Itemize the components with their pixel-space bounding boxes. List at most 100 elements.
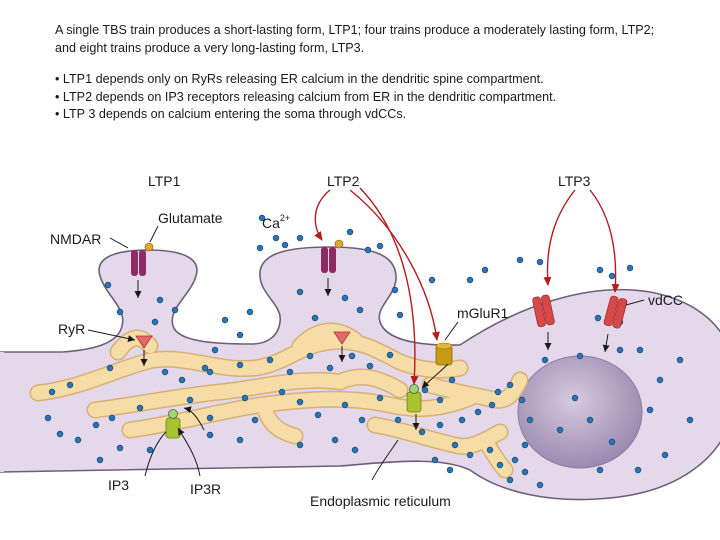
- intro-paragraph: A single TBS train produces a short-last…: [55, 23, 655, 55]
- calcium-ion: [436, 396, 444, 404]
- calcium-ion: [241, 394, 249, 402]
- label-ryr: RyR: [58, 321, 85, 337]
- calcium-ion: [616, 346, 624, 354]
- label-vdcc: vdCC: [648, 292, 683, 308]
- calcium-ion: [556, 426, 564, 434]
- calcium-ion: [136, 404, 144, 412]
- label-glutamate: Glutamate: [158, 210, 223, 226]
- bullet-ltp2: • LTP2 depends on IP3 receptors releasin…: [55, 89, 557, 104]
- calcium-ion: [496, 461, 504, 469]
- calcium-ion: [341, 401, 349, 409]
- label-endoplasmic-reticulum: Endoplasmic reticulum: [310, 493, 451, 509]
- calcium-ion: [418, 428, 426, 436]
- calcium-ion: [536, 258, 544, 266]
- calcium-ion: [486, 446, 494, 454]
- calcium-ion: [358, 416, 366, 424]
- calcium-ion: [596, 466, 604, 474]
- calcium-ion: [396, 311, 404, 319]
- calcium-ion: [116, 444, 124, 452]
- calcium-ion: [596, 266, 604, 274]
- label-calcium-base: Ca: [262, 215, 280, 231]
- calcium-ion: [56, 430, 64, 438]
- calcium-ion: [311, 314, 319, 322]
- calcium-ion: [391, 286, 399, 294]
- calcium-ion: [251, 416, 259, 424]
- calcium-ion: [511, 456, 519, 464]
- label-calcium: Ca2+: [262, 213, 290, 231]
- calcium-ion: [96, 456, 104, 464]
- ryr-receptor-ltp2: [333, 331, 351, 345]
- calcium-ion: [386, 351, 394, 359]
- calcium-ions: [44, 214, 694, 489]
- calcium-ion: [146, 446, 154, 454]
- ryr-receptor-ltp1: [135, 335, 153, 349]
- label-leaders: [87, 225, 645, 481]
- calcium-ion: [521, 441, 529, 449]
- calcium-ion: [646, 406, 654, 414]
- calcium-ion: [351, 446, 359, 454]
- calcium-ion: [171, 306, 179, 314]
- calcium-ion: [458, 416, 466, 424]
- calcium-ion: [608, 272, 616, 280]
- calcium-ion: [541, 356, 549, 364]
- calcium-ion: [206, 368, 214, 376]
- calcium-ion: [296, 288, 304, 296]
- bullet-ltp3: • LTP 3 depends on calcium entering the …: [55, 107, 407, 122]
- calcium-ion: [331, 436, 339, 444]
- bullet-ltp1: • LTP1 depends only on RyRs releasing ER…: [55, 72, 544, 87]
- calcium-ion: [201, 364, 209, 372]
- ip3-receptor-ltp2: [406, 384, 422, 413]
- calcium-ion: [506, 381, 514, 389]
- calcium-ion: [236, 436, 244, 444]
- calcium-ion: [48, 388, 56, 396]
- calcium-ion: [394, 416, 402, 424]
- calcium-ion: [272, 234, 280, 242]
- label-ip3: IP3: [108, 477, 129, 493]
- calcium-ion: [576, 352, 584, 360]
- calcium-ion: [281, 241, 289, 249]
- calcium-ion: [608, 438, 616, 446]
- calcium-ion: [366, 362, 374, 370]
- calcium-ion: [151, 318, 159, 326]
- calcium-ion: [236, 331, 244, 339]
- label-ltp2: LTP2: [327, 173, 360, 189]
- calcium-ion: [211, 346, 219, 354]
- calcium-ion: [256, 244, 264, 252]
- calcium-ion: [526, 416, 534, 424]
- calcium-ion: [481, 266, 489, 274]
- label-ip3r: IP3R: [190, 481, 221, 497]
- calcium-ion: [536, 481, 544, 489]
- calcium-ion: [106, 364, 114, 372]
- calcium-ion: [44, 414, 52, 422]
- calcium-ion: [686, 416, 694, 424]
- label-calcium-charge: 2+: [280, 213, 290, 223]
- calcium-ion: [466, 276, 474, 284]
- calcium-ion: [516, 256, 524, 264]
- calcium-ion: [436, 421, 444, 429]
- calcium-ion: [656, 376, 664, 384]
- calcium-ion: [296, 441, 304, 449]
- nmdar-channel-ltp2: [321, 239, 344, 273]
- calcium-ion: [474, 408, 482, 416]
- calcium-ion: [346, 228, 354, 236]
- calcium-ion: [108, 414, 116, 422]
- calcium-flow-arrows: [134, 278, 610, 430]
- calcium-ion: [594, 314, 602, 322]
- calcium-ion: [296, 234, 304, 242]
- calcium-ion: [186, 396, 194, 404]
- calcium-ion: [586, 416, 594, 424]
- calcium-ion: [156, 296, 164, 304]
- calcium-ion: [636, 346, 644, 354]
- label-mglur1: mGluR1: [457, 305, 509, 321]
- calcium-ion: [278, 388, 286, 396]
- calcium-ion: [428, 276, 436, 284]
- calcium-ion: [206, 431, 214, 439]
- calcium-ion: [356, 306, 364, 314]
- calcium-ion: [488, 401, 496, 409]
- nucleus: [517, 355, 643, 469]
- calcium-ion: [236, 361, 244, 369]
- calcium-ion: [296, 398, 304, 406]
- nmdar-channel-ltp1: [131, 242, 154, 276]
- calcium-ion: [446, 466, 454, 474]
- caption-text: A single TBS train produces a short-last…: [55, 22, 655, 124]
